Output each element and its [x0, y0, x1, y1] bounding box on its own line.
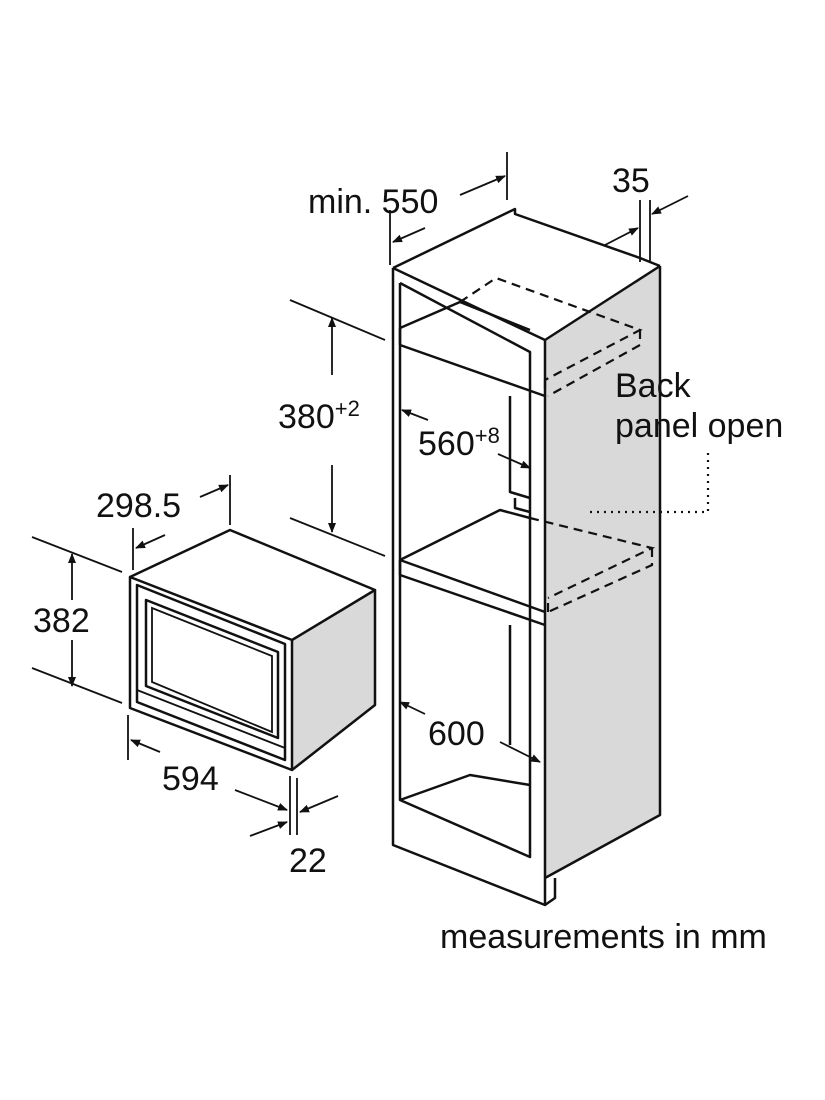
dim-appliance-height	[31, 536, 123, 704]
tall-cabinet	[391, 207, 662, 907]
label-niche-width: 560+8	[418, 423, 500, 463]
dim-cabinet-width	[399, 701, 541, 763]
label-niche-height: 380+2	[278, 396, 360, 436]
label-cabinet-width: 600	[428, 715, 485, 753]
dim-panel-thickness	[604, 195, 689, 262]
dim-appliance-width	[127, 715, 291, 835]
label-units-note: measurements in mm	[440, 918, 767, 956]
dim-appliance-depth	[132, 475, 231, 570]
label-back-panel-line1: Back	[615, 367, 692, 405]
label-panel-thickness: 35	[612, 162, 650, 200]
label-back-panel-line2: panel open	[615, 407, 783, 445]
appliance	[128, 528, 377, 772]
label-appliance-width: 594	[162, 760, 219, 798]
dim-cabinet-depth	[389, 152, 508, 265]
label-appliance-depth: 298.5	[96, 487, 181, 525]
dim-niche-width	[401, 409, 531, 469]
label-cabinet-depth: min. 550	[308, 183, 438, 221]
label-appliance-height: 382	[33, 602, 90, 640]
dim-niche-height	[289, 299, 386, 557]
dim-front-projection	[249, 778, 339, 837]
label-front-projection: 22	[289, 842, 327, 880]
